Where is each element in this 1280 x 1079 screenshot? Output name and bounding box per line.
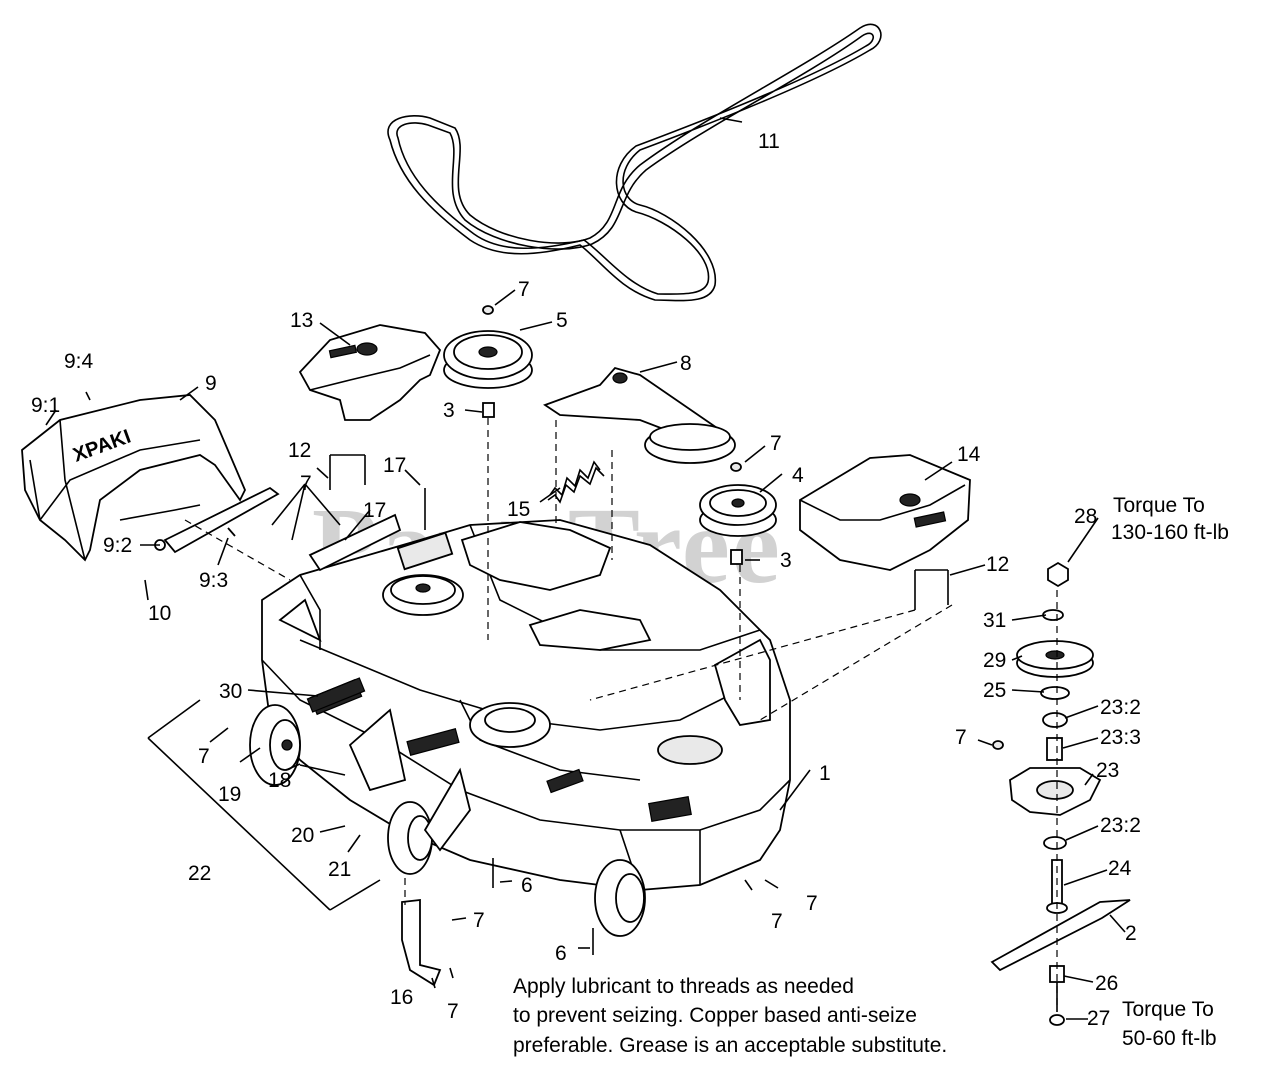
wheel-bracket-front — [423, 767, 471, 852]
ubolt-12-left — [329, 454, 366, 490]
callout-24: 24 — [1108, 857, 1132, 880]
callout-7: 7 — [198, 745, 210, 768]
callout-12: 12 — [986, 553, 1009, 576]
callout-3: 3 — [443, 399, 455, 422]
callout-1: 1 — [819, 762, 831, 785]
callout-9: 9 — [205, 372, 217, 395]
note-line2: to prevent seizing. Copper based anti-se… — [513, 1004, 917, 1027]
callout-11: 11 — [758, 130, 780, 153]
torque-bottom-line1: Torque To — [1122, 998, 1214, 1021]
callout-13: 13 — [290, 309, 313, 332]
cover-9: XPAKI — [21, 394, 246, 562]
spacer-3-right — [730, 549, 743, 565]
callout-5: 5 — [556, 309, 568, 332]
wheel-bracket-left — [348, 708, 407, 792]
callout-6: 6 — [555, 942, 567, 965]
callout-6: 6 — [521, 874, 533, 897]
callout-9-1: 9:1 — [31, 394, 60, 417]
decal-30 — [306, 677, 366, 713]
bracket-9-2 — [154, 486, 280, 554]
torque-bottom-line2: 50-60 ft-lb — [1122, 1027, 1217, 1050]
callout-7: 7 — [806, 892, 818, 915]
callout-16: 16 — [390, 986, 413, 1009]
callout-14: 14 — [957, 443, 981, 466]
callout-19: 19 — [218, 783, 241, 806]
callout-27: 27 — [1087, 1007, 1110, 1030]
callout-23: 23 — [1096, 759, 1119, 782]
spindle-assembly — [990, 561, 1131, 1026]
callout-21: 21 — [328, 858, 351, 881]
callout-26: 26 — [1095, 972, 1118, 995]
callout-25: 25 — [983, 679, 1006, 702]
callout-4: 4 — [792, 464, 804, 487]
nut-7-top — [482, 305, 494, 315]
spacer-3-left — [482, 402, 495, 418]
wheel-19 — [249, 704, 301, 786]
group-22-bracket — [147, 699, 381, 911]
pulley-5 — [443, 330, 533, 389]
callout-23-2: 23:2 — [1100, 696, 1141, 719]
callout-22: 22 — [188, 862, 211, 885]
callout-7: 7 — [473, 909, 485, 932]
callout-2: 2 — [1125, 922, 1137, 945]
torque-top-line1: Torque To — [1113, 494, 1205, 517]
callouts: 11 7 5 13 3 8 7 4 14 3 15 12 12 7 17 17 … — [31, 130, 1141, 1030]
callout-17: 17 — [363, 499, 386, 522]
idler-arm-8 — [543, 366, 736, 464]
callout-7: 7 — [300, 472, 312, 495]
callout-30: 30 — [219, 680, 242, 703]
axle-18 — [299, 764, 346, 776]
callout-17: 17 — [383, 454, 406, 477]
nut-7-spindle — [992, 740, 1004, 750]
bracket-center — [460, 521, 652, 651]
callout-20: 20 — [291, 824, 314, 847]
callout-9-4: 9:4 — [64, 350, 94, 373]
wheel-front-left — [387, 801, 433, 875]
callout-7: 7 — [771, 910, 783, 933]
cover-13 — [298, 324, 442, 421]
note-line3: preferable. Grease is an acceptable subs… — [513, 1034, 947, 1057]
callout-10: 10 — [148, 602, 171, 625]
callout-7: 7 — [518, 278, 530, 301]
callout-29: 29 — [983, 649, 1006, 672]
deck-pulley-left — [382, 574, 464, 616]
callout-18: 18 — [268, 769, 291, 792]
wheel-front-right — [594, 859, 646, 937]
callout-15: 15 — [507, 498, 530, 521]
belt-11 — [387, 23, 882, 302]
bracket-17 — [308, 513, 402, 572]
callout-7: 7 — [770, 432, 782, 455]
callout-23-3: 23:3 — [1100, 726, 1141, 749]
pulley-4 — [699, 484, 777, 537]
callout-28: 28 — [1074, 505, 1097, 528]
leader-lines — [45, 117, 1126, 1020]
ubolt-12-right — [914, 569, 949, 610]
callout-9-3: 9:3 — [199, 569, 228, 592]
callout-8: 8 — [680, 352, 692, 375]
callout-7: 7 — [447, 1000, 459, 1023]
callout-3: 3 — [780, 549, 792, 572]
callout-7: 7 — [955, 726, 967, 749]
note-line1: Apply lubricant to threads as needed — [513, 975, 854, 998]
callout-31: 31 — [983, 609, 1006, 632]
bracket-16 — [401, 898, 442, 987]
nut-7-mid — [730, 462, 742, 472]
callout-23-2: 23:2 — [1100, 814, 1141, 837]
cover-14 — [799, 454, 971, 571]
torque-top-line2: 130-160 ft-lb — [1111, 521, 1229, 544]
callout-9-2: 9:2 — [103, 534, 132, 557]
callout-12: 12 — [288, 439, 311, 462]
